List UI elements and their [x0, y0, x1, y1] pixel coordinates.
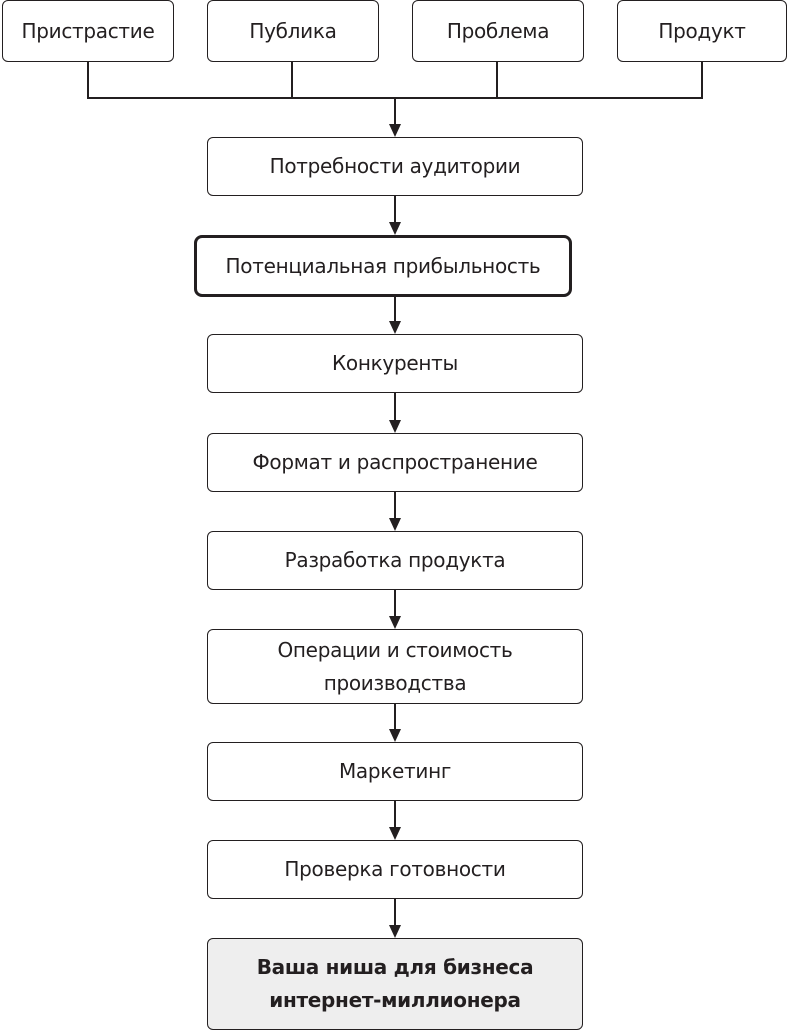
step-label: Операции и стоимость производства	[277, 637, 513, 695]
arrow-head-3	[389, 321, 401, 334]
step-readiness-check: Проверка готовности	[207, 840, 583, 899]
step-label: Потребности аудитории	[269, 154, 521, 178]
arrow-head-6	[389, 616, 401, 629]
top-box-label: Публика	[249, 18, 337, 43]
arrow-head-4	[389, 420, 401, 433]
top-box-audience: Публика	[207, 0, 379, 62]
step-label: Формат и распространение	[252, 450, 538, 474]
step-label: Разработка продукта	[284, 548, 506, 572]
step-final-niche: Ваша ниша для бизнеса интернет-миллионер…	[207, 938, 583, 1030]
arrow-head-7	[389, 729, 401, 742]
step-label: Потенциальная прибыльность	[225, 253, 541, 278]
step-product-development: Разработка продукта	[207, 531, 583, 590]
arrow-head-1	[389, 124, 401, 137]
top-box-product: Продукт	[617, 0, 787, 62]
step-audience-needs: Потребности аудитории	[207, 137, 583, 196]
top-box-addiction: Пристрастие	[2, 0, 174, 62]
step-marketing: Маркетинг	[207, 742, 583, 801]
top-box-problem: Проблема	[412, 0, 584, 62]
step-operations-cost: Операции и стоимость производства	[207, 629, 583, 704]
arrow-head-2	[389, 222, 401, 235]
arrow-head-8	[389, 827, 401, 840]
arrow-head-9	[389, 925, 401, 938]
top-box-label: Проблема	[446, 18, 550, 43]
step-potential-profitability: Потенциальная прибыльность	[194, 235, 572, 297]
top-box-label: Пристрастие	[21, 18, 155, 43]
step-label: Проверка готовности	[284, 857, 506, 881]
step-label: Конкуренты	[332, 351, 458, 375]
arrow-head-5	[389, 518, 401, 531]
step-label: Маркетинг	[338, 759, 452, 783]
top-box-label: Продукт	[658, 18, 746, 43]
step-label: Ваша ниша для бизнеса интернет-миллионер…	[256, 955, 534, 1012]
step-format-distribution: Формат и распространение	[207, 433, 583, 492]
step-competitors: Конкуренты	[207, 334, 583, 393]
